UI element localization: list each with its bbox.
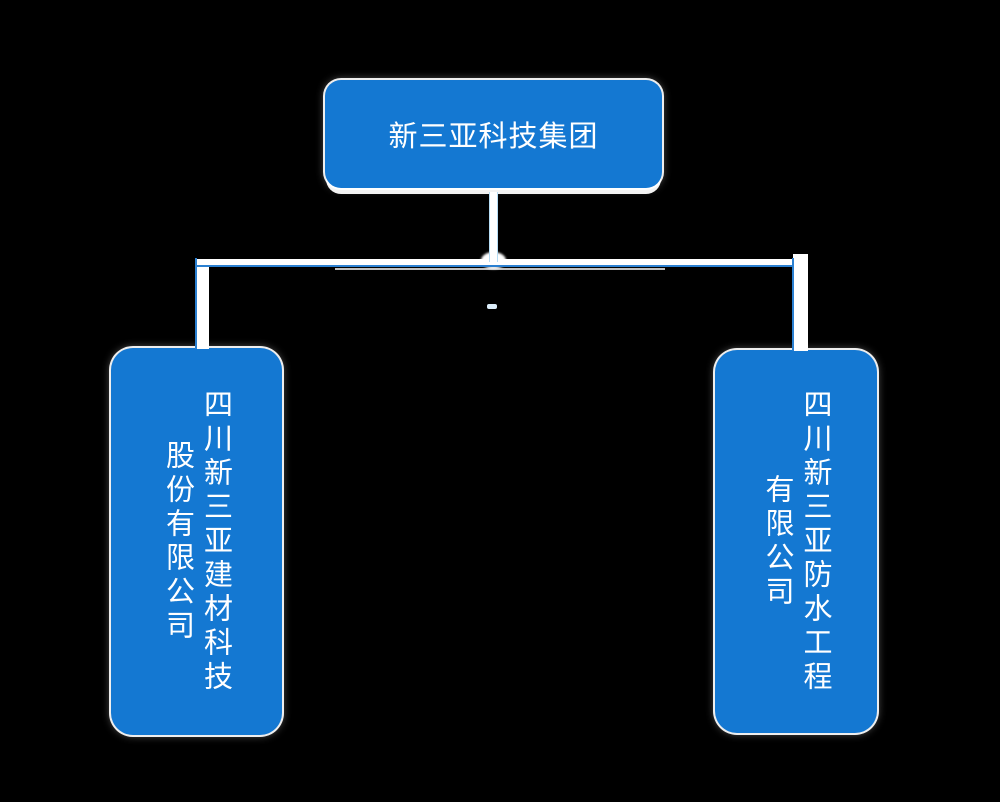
connector-horizontal-underline [335,268,665,270]
connector-horizontal-accent [196,265,793,267]
label-line: 股份有限公司 [161,439,194,644]
connector-root-stem [489,192,498,262]
node-group-root[interactable]: 新三亚科技集团 [325,80,662,188]
connector-right-drop [793,254,808,351]
root-node-label: 新三亚科技集团 [388,121,599,153]
label-line: 四川新三亚建材科技 [199,388,232,695]
connector-right-drop-accent [792,258,794,351]
connector-left-drop [196,259,209,349]
connector-horizontal-line [195,259,808,266]
label-line: 四川新三亚防水工程 [799,388,831,695]
node-subsidiary-building-materials[interactable]: 四川新三亚建材科技 股份有限公司 [111,348,282,735]
connector-left-drop-accent [195,258,197,349]
connector-artifact-dot [487,304,497,309]
subsidiary-right-label: 四川新三亚防水工程 有限公司 [758,383,834,701]
label-line: 有限公司 [761,473,793,610]
node-subsidiary-waterproof-engineering[interactable]: 四川新三亚防水工程 有限公司 [715,350,877,733]
subsidiary-left-label: 四川新三亚建材科技 股份有限公司 [159,383,235,701]
